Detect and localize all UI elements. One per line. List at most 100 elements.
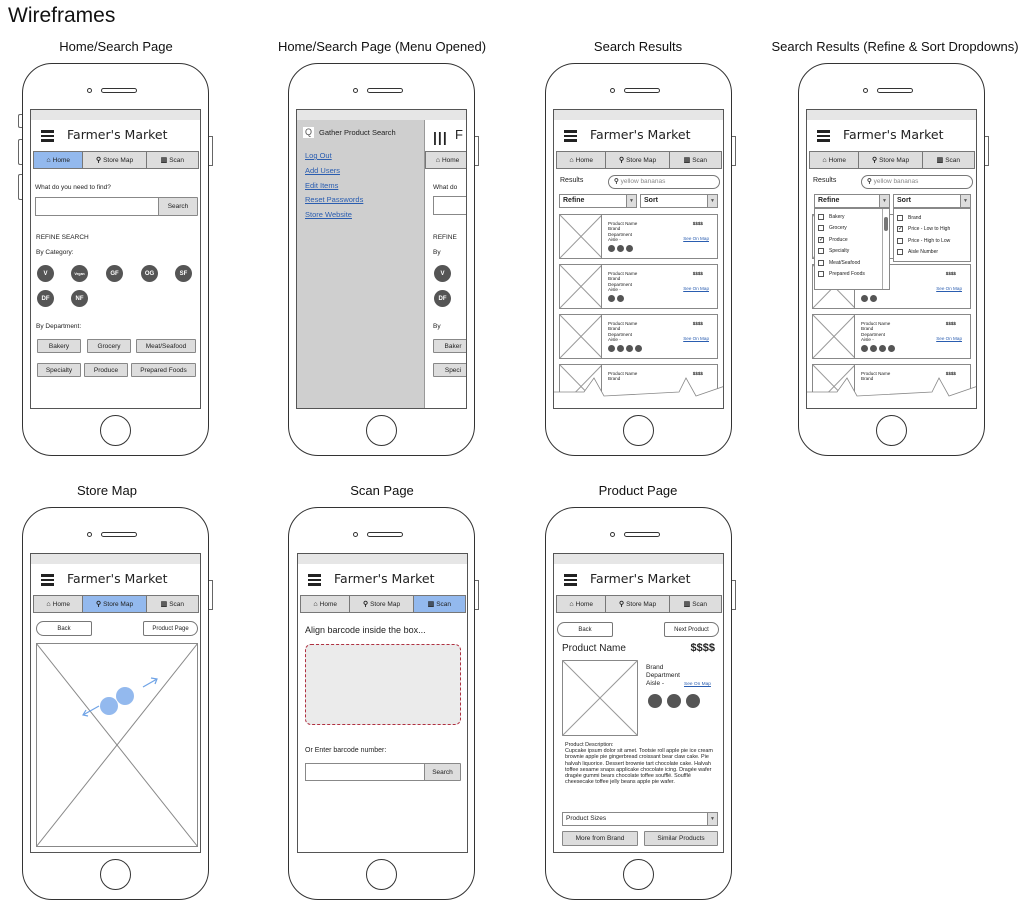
barcode-input[interactable] bbox=[305, 763, 425, 781]
dropdown-option[interactable]: Specialty bbox=[815, 246, 889, 258]
dept-bakery[interactable]: Baker bbox=[433, 339, 466, 353]
product-page-button[interactable]: Product Page bbox=[143, 621, 198, 636]
checkbox[interactable] bbox=[818, 213, 824, 220]
dept-bakery[interactable]: Bakery bbox=[37, 339, 81, 353]
search-input[interactable] bbox=[433, 196, 466, 215]
category-og[interactable]: OG bbox=[141, 265, 158, 282]
category-v[interactable]: V bbox=[434, 265, 451, 282]
scrollbar[interactable] bbox=[882, 209, 889, 289]
hamburger-menu-icon[interactable] bbox=[308, 574, 321, 586]
store-map-image[interactable] bbox=[36, 643, 198, 847]
dept-specialty[interactable]: Speci bbox=[433, 363, 466, 377]
menu-link-reset-passwords[interactable]: Reset Passwords bbox=[305, 195, 364, 204]
dept-specialty[interactable]: Specialty bbox=[37, 363, 81, 377]
hamburger-menu-icon[interactable] bbox=[564, 130, 577, 142]
category-nf[interactable]: NF bbox=[71, 290, 88, 307]
dropdown-option[interactable]: Meat/Seafood bbox=[815, 257, 889, 269]
home-hardware-button[interactable] bbox=[100, 859, 131, 890]
search-input[interactable] bbox=[35, 197, 159, 216]
menu-link-add-users[interactable]: Add Users bbox=[305, 166, 341, 175]
tab-scan[interactable]: ▥Scan bbox=[922, 152, 974, 168]
tab-store-map[interactable]: ⚲Store Map bbox=[83, 596, 147, 612]
tab-home[interactable]: ⌂Home bbox=[810, 152, 860, 168]
hamburger-menu-icon[interactable] bbox=[41, 574, 54, 586]
checkbox[interactable] bbox=[897, 214, 903, 221]
tab-store-map[interactable]: ⚲Store Map bbox=[83, 152, 147, 168]
checkbox[interactable]: ✓ bbox=[818, 236, 825, 243]
tab-home[interactable]: ⌂Home bbox=[34, 596, 84, 612]
barcode-scan-area[interactable] bbox=[305, 644, 461, 725]
see-on-map-link[interactable]: See On Map bbox=[683, 286, 709, 291]
more-from-brand-button[interactable]: More from Brand bbox=[562, 831, 638, 846]
search-button[interactable]: Search bbox=[158, 197, 198, 216]
back-button[interactable]: Back bbox=[557, 622, 613, 637]
see-on-map-link[interactable]: See On Map bbox=[936, 286, 962, 291]
home-hardware-button[interactable] bbox=[876, 415, 907, 446]
similar-products-button[interactable]: Similar Products bbox=[644, 831, 718, 846]
dropdown-option[interactable]: Grocery bbox=[815, 223, 889, 235]
category-df[interactable]: DF bbox=[37, 290, 54, 307]
see-on-map-link[interactable]: See On Map bbox=[684, 682, 711, 687]
dropdown-option[interactable]: ✓Produce bbox=[815, 234, 889, 246]
see-on-map-link[interactable]: See On Map bbox=[936, 336, 962, 341]
category-gf[interactable]: GF bbox=[106, 265, 123, 282]
dropdown-option[interactable]: Aisle Number bbox=[894, 247, 970, 259]
dropdown-option[interactable]: Brand bbox=[894, 212, 970, 224]
home-hardware-button[interactable] bbox=[623, 415, 654, 446]
tab-home[interactable]: ⌂Home bbox=[557, 152, 607, 168]
checkbox[interactable] bbox=[818, 225, 824, 232]
tab-home[interactable]: ⌂Home bbox=[34, 152, 84, 168]
results-search-input[interactable]: ⚲ yellow bananas bbox=[608, 175, 720, 189]
tab-scan[interactable]: ▥Scan bbox=[413, 596, 465, 612]
tab-scan[interactable]: ▥Scan bbox=[669, 596, 721, 612]
checkbox[interactable] bbox=[818, 271, 824, 278]
category-vegan[interactable]: Vegan bbox=[71, 265, 88, 282]
menu-link-edit-items[interactable]: Edit Items bbox=[305, 181, 339, 190]
tab-home[interactable]: ⌂Home bbox=[425, 151, 466, 169]
checkbox[interactable] bbox=[897, 237, 903, 244]
tab-store-map[interactable]: ⚲Store Map bbox=[350, 596, 414, 612]
sort-dropdown[interactable]: Sort▼ bbox=[893, 194, 971, 208]
next-product-button[interactable]: Next Product bbox=[664, 622, 719, 637]
hamburger-menu-icon[interactable] bbox=[41, 130, 54, 142]
menu-link-log-out[interactable]: Log Out bbox=[305, 151, 332, 160]
see-on-map-link[interactable]: See On Map bbox=[683, 236, 709, 241]
checkbox[interactable]: ✓ bbox=[897, 226, 904, 233]
hamburger-menu-icon[interactable] bbox=[817, 130, 830, 142]
tab-scan[interactable]: ▥Scan bbox=[146, 152, 198, 168]
tab-scan[interactable]: ▥Scan bbox=[669, 152, 721, 168]
barcode-search-button[interactable]: Search bbox=[424, 763, 461, 781]
tab-store-map[interactable]: ⚲Store Map bbox=[859, 152, 923, 168]
tab-store-map[interactable]: ⚲Store Map bbox=[606, 596, 670, 612]
results-search-input[interactable]: ⚲ yellow bananas bbox=[861, 175, 973, 189]
dept-meat-seafood[interactable]: Meat/Seafood bbox=[136, 339, 196, 353]
tab-store-map[interactable]: ⚲Store Map bbox=[606, 152, 670, 168]
sort-dropdown[interactable]: Sort▼ bbox=[640, 194, 718, 208]
category-sf[interactable]: SF bbox=[175, 265, 192, 282]
dropdown-option[interactable]: Bakery bbox=[815, 211, 889, 223]
product-sizes-dropdown[interactable]: Product Sizes▼ bbox=[562, 812, 718, 826]
dropdown-option[interactable]: Price - High to Low bbox=[894, 235, 970, 247]
refine-dropdown[interactable]: Refine▼ bbox=[814, 194, 890, 208]
back-button[interactable]: Back bbox=[36, 621, 92, 636]
home-hardware-button[interactable] bbox=[366, 415, 397, 446]
refine-dropdown[interactable]: Refine▼ bbox=[559, 194, 637, 208]
menu-link-store-website[interactable]: Store Website bbox=[305, 210, 352, 219]
category-v[interactable]: V bbox=[37, 265, 54, 282]
home-hardware-button[interactable] bbox=[366, 859, 397, 890]
tab-home[interactable]: ⌂Home bbox=[301, 596, 351, 612]
dept-produce[interactable]: Produce bbox=[84, 363, 128, 377]
home-hardware-button[interactable] bbox=[623, 859, 654, 890]
see-on-map-link[interactable]: See On Map bbox=[683, 336, 709, 341]
hamburger-menu-icon[interactable]: ||| bbox=[433, 129, 448, 145]
tab-home[interactable]: ⌂Home bbox=[557, 596, 607, 612]
checkbox[interactable] bbox=[897, 249, 903, 256]
checkbox[interactable] bbox=[818, 248, 824, 255]
dept-grocery[interactable]: Grocery bbox=[87, 339, 131, 353]
tab-scan[interactable]: ▥Scan bbox=[146, 596, 198, 612]
hamburger-menu-icon[interactable] bbox=[564, 574, 577, 586]
category-df[interactable]: DF bbox=[434, 290, 451, 307]
